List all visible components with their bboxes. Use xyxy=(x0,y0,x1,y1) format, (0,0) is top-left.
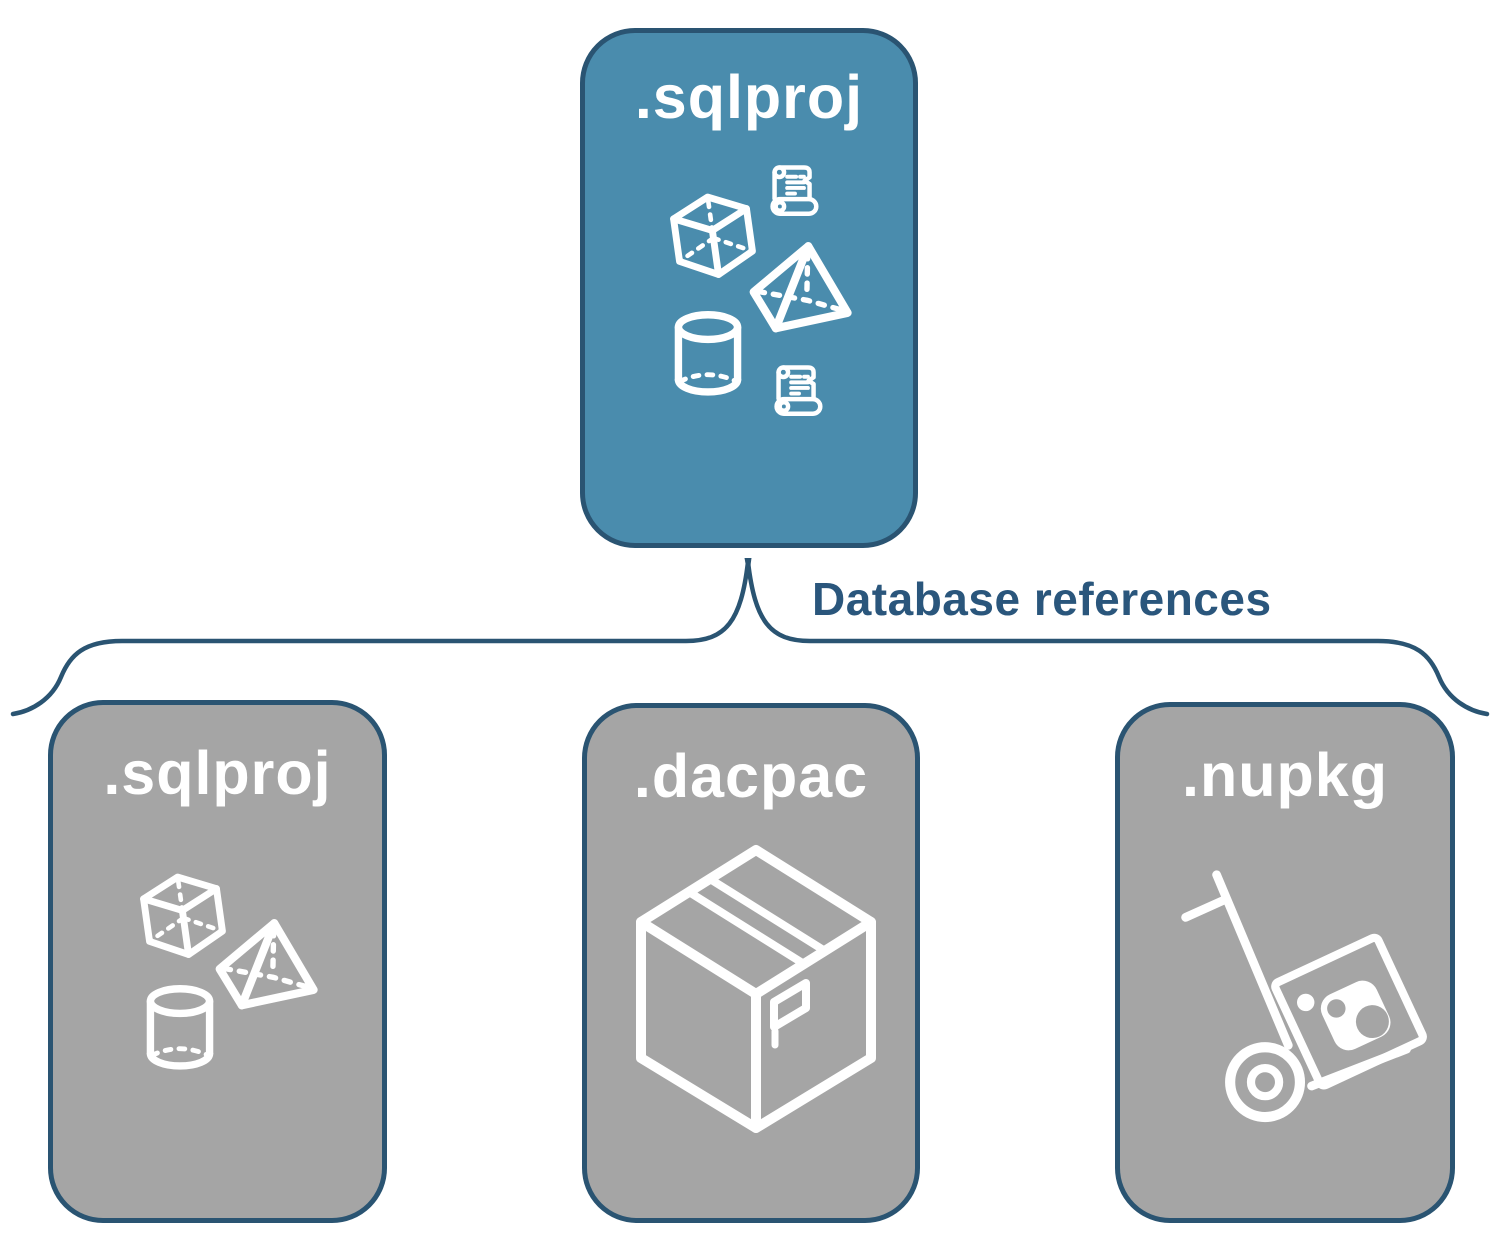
nuget-logo-dot xyxy=(1296,993,1315,1012)
pyramid-icon xyxy=(749,242,852,333)
sql-objects-icon-cluster xyxy=(53,705,382,1218)
hand-truck-wheel xyxy=(1225,1042,1306,1123)
package-icon-cluster xyxy=(587,708,915,1218)
node-sqlproj-child: .sqlproj xyxy=(48,700,387,1223)
package-label xyxy=(770,979,810,1031)
node-sqlproj-parent: .sqlproj xyxy=(580,28,918,548)
brace-peak xyxy=(744,558,752,580)
node-label: .nupkg xyxy=(1182,741,1388,809)
cylinder-icon xyxy=(146,985,214,1070)
script-scroll-icon xyxy=(770,165,819,216)
sql-objects-icon-cluster xyxy=(585,33,913,543)
nuget-logo-large-hole xyxy=(1355,1005,1389,1039)
cube-icon xyxy=(670,193,756,278)
node-label: .sqlproj xyxy=(103,739,332,807)
cube-icon xyxy=(140,873,226,958)
node-label: .dacpac xyxy=(633,742,869,810)
node-nupkg: .nupkg xyxy=(1115,702,1455,1223)
nuget-logo-small-hole xyxy=(1327,999,1346,1018)
package-outline xyxy=(1271,933,1427,1090)
script-scroll-icon xyxy=(774,365,823,416)
node-dacpac: .dacpac xyxy=(582,703,920,1223)
nuget-hand-truck-icon xyxy=(1181,870,1427,1123)
hand-truck-wheel-hub xyxy=(1246,1063,1284,1101)
pyramid-icon xyxy=(215,919,318,1010)
node-label: .sqlproj xyxy=(634,63,864,131)
hand-truck-handle xyxy=(1181,895,1229,922)
connector-label: Database references xyxy=(812,573,1272,625)
hand-truck-rail xyxy=(1212,870,1293,1050)
cylinder-icon xyxy=(674,311,742,396)
nuget-icon-cluster xyxy=(1120,707,1450,1218)
package-box-icon xyxy=(636,845,876,1133)
